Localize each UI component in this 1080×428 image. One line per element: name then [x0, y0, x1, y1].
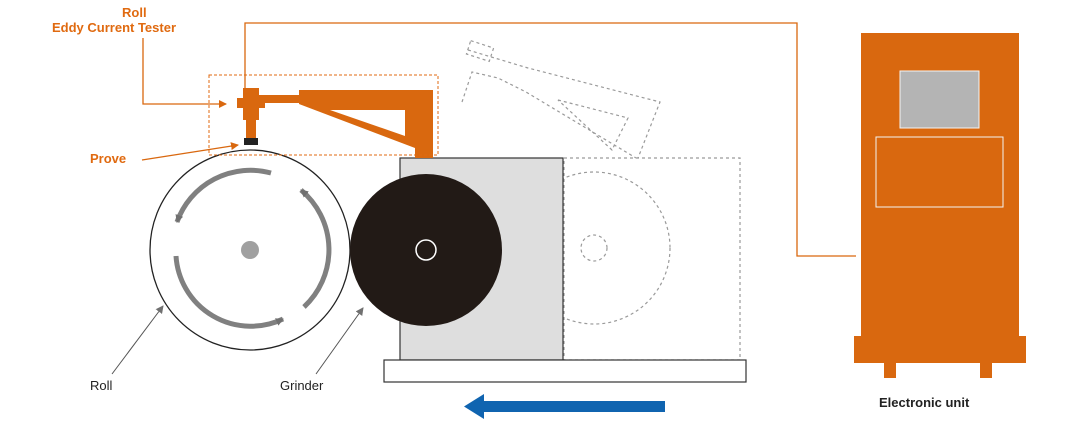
ghost-grinder-hub [580, 234, 608, 262]
probe-label: Prove [90, 151, 127, 166]
probe-sensor [244, 138, 258, 145]
rotation-arrow-right [299, 188, 332, 309]
ghost-arm-lower [461, 71, 637, 159]
feed-arrow-head [464, 394, 484, 419]
ghost-arm-upper [467, 49, 661, 159]
roll-label: Roll [90, 378, 113, 393]
roll-center [241, 241, 259, 259]
tester-title-line2: Eddy Current Tester [52, 20, 177, 35]
ghost-housing [563, 157, 741, 361]
roll-rotation-arrows [173, 167, 332, 329]
grinder-label: Grinder [280, 378, 324, 393]
cabinet-panel [875, 136, 1004, 208]
roll-leader-line [111, 305, 164, 375]
rotation-arrow-lower [173, 255, 285, 329]
base-plate [383, 359, 747, 383]
ghost-arm-brace [557, 99, 629, 151]
arm-brace-cutout [330, 110, 405, 136]
arm-top-beam [299, 90, 433, 104]
signal-cable [244, 22, 856, 257]
cabinet-foot-left [884, 363, 896, 378]
probe-tip [246, 120, 256, 138]
probe-collar [237, 98, 265, 108]
tester-leader-line [142, 38, 227, 108]
feed-direction-arrow [464, 394, 665, 419]
arm-vertical [415, 90, 433, 158]
cabinet-screen [899, 70, 980, 129]
probe-leader-line [141, 142, 239, 161]
ghost-grinder-wheel [517, 171, 671, 325]
cabinet-foot-right [980, 363, 992, 378]
tester-highlight-box [208, 74, 439, 156]
cabinet-base [854, 336, 1026, 363]
grinder-leader-line [315, 307, 364, 375]
ghost-grinder-outline [461, 39, 741, 361]
tester-title-line1: Roll [122, 5, 147, 20]
electronic-unit [854, 33, 1026, 378]
grinder-hub [415, 239, 437, 261]
rotation-arrow-upper [174, 167, 272, 223]
feed-arrow-shaft [482, 401, 665, 412]
electronic-unit-label: Electronic unit [879, 395, 970, 410]
ghost-probe-head [465, 39, 495, 63]
grinder-wheel [350, 174, 502, 326]
arm-connector [259, 95, 299, 103]
